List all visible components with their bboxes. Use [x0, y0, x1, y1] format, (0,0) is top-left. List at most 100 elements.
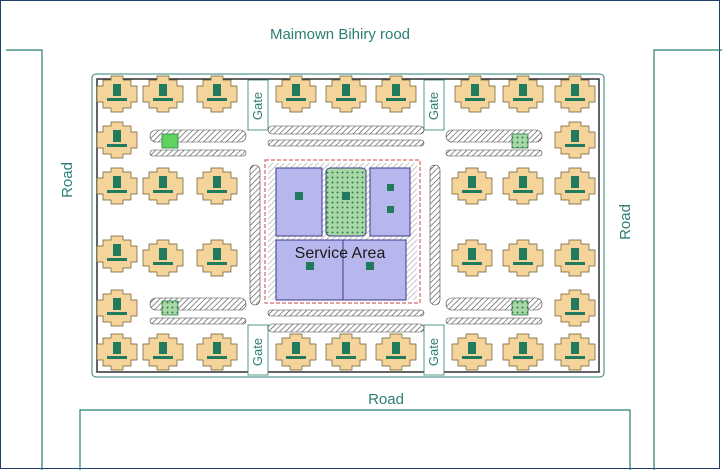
building-block [554, 289, 596, 327]
building-corridor [565, 356, 585, 359]
building-corridor [107, 190, 127, 193]
building-core [571, 130, 579, 142]
building-corridor [565, 262, 585, 265]
building-corridor [565, 144, 585, 147]
building-block [196, 239, 238, 277]
gates [247, 79, 445, 376]
building-core [571, 248, 579, 260]
building-block [554, 75, 596, 113]
building-corridor [207, 262, 227, 265]
building-core [113, 244, 121, 256]
building-corridor [153, 356, 173, 359]
building-corridor [462, 190, 482, 193]
building-core [292, 342, 300, 354]
building-core [519, 176, 527, 188]
building-core [113, 176, 121, 188]
building-core [159, 84, 167, 96]
building-block [375, 333, 417, 371]
building-block [375, 75, 417, 113]
building-corridor [336, 356, 356, 359]
building-block [142, 75, 184, 113]
building-block [502, 75, 544, 113]
building-block [554, 121, 596, 159]
building-block [96, 167, 138, 205]
building-block [275, 333, 317, 371]
service-area [264, 159, 421, 304]
building-core [571, 176, 579, 188]
residential-buildings [96, 75, 596, 371]
building-block [196, 167, 238, 205]
gate-label-bottom-right: Gate [426, 338, 441, 366]
building-block [454, 75, 496, 113]
gate-label-bottom-left: Gate [250, 338, 265, 366]
building-core [113, 130, 121, 142]
building-core [519, 342, 527, 354]
building-corridor [286, 356, 306, 359]
building-block [96, 235, 138, 273]
building-block [196, 75, 238, 113]
building-core [468, 176, 476, 188]
building-core [113, 298, 121, 310]
building-core [113, 342, 121, 354]
building-corridor [513, 190, 533, 193]
building-corridor [207, 190, 227, 193]
building-block [142, 167, 184, 205]
top-road-label: Maimown Bihiry rood [270, 26, 410, 43]
building-corridor [286, 98, 306, 101]
building-corridor [565, 312, 585, 315]
building-corridor [153, 98, 173, 101]
bottom-road-label: Road [368, 391, 404, 408]
building-core [468, 342, 476, 354]
building-block [96, 75, 138, 113]
building-block [554, 167, 596, 205]
gate-label-top-left: Gate [250, 92, 265, 120]
building-corridor [386, 98, 406, 101]
building-core [571, 342, 579, 354]
building-corridor [565, 190, 585, 193]
building-core [571, 84, 579, 96]
building-core [342, 342, 350, 354]
building-core [342, 84, 350, 96]
building-core [519, 84, 527, 96]
right-road-label: Road [617, 204, 634, 240]
building-core [159, 176, 167, 188]
building-corridor [107, 356, 127, 359]
road-edges [6, 49, 722, 470]
building-corridor [462, 262, 482, 265]
building-block [451, 167, 493, 205]
building-corridor [207, 356, 227, 359]
building-core [392, 84, 400, 96]
left-road-label: Road [59, 162, 76, 198]
building-block [325, 75, 367, 113]
building-core [519, 248, 527, 260]
building-block [502, 167, 544, 205]
building-corridor [107, 98, 127, 101]
building-core [471, 84, 479, 96]
building-block [142, 239, 184, 277]
building-block [196, 333, 238, 371]
building-block [142, 333, 184, 371]
building-corridor [462, 356, 482, 359]
compound-outline [91, 73, 605, 378]
building-core [571, 298, 579, 310]
gate-label-top-right: Gate [426, 92, 441, 120]
building-corridor [565, 98, 585, 101]
building-core [159, 342, 167, 354]
building-corridor [207, 98, 227, 101]
building-core [213, 84, 221, 96]
building-corridor [153, 262, 173, 265]
building-corridor [153, 190, 173, 193]
building-corridor [513, 262, 533, 265]
building-core [392, 342, 400, 354]
building-corridor [107, 258, 127, 261]
building-block [502, 333, 544, 371]
building-block [275, 75, 317, 113]
building-block [96, 333, 138, 371]
building-block [554, 239, 596, 277]
building-corridor [386, 356, 406, 359]
building-block [502, 239, 544, 277]
building-core [213, 342, 221, 354]
building-corridor [513, 98, 533, 101]
